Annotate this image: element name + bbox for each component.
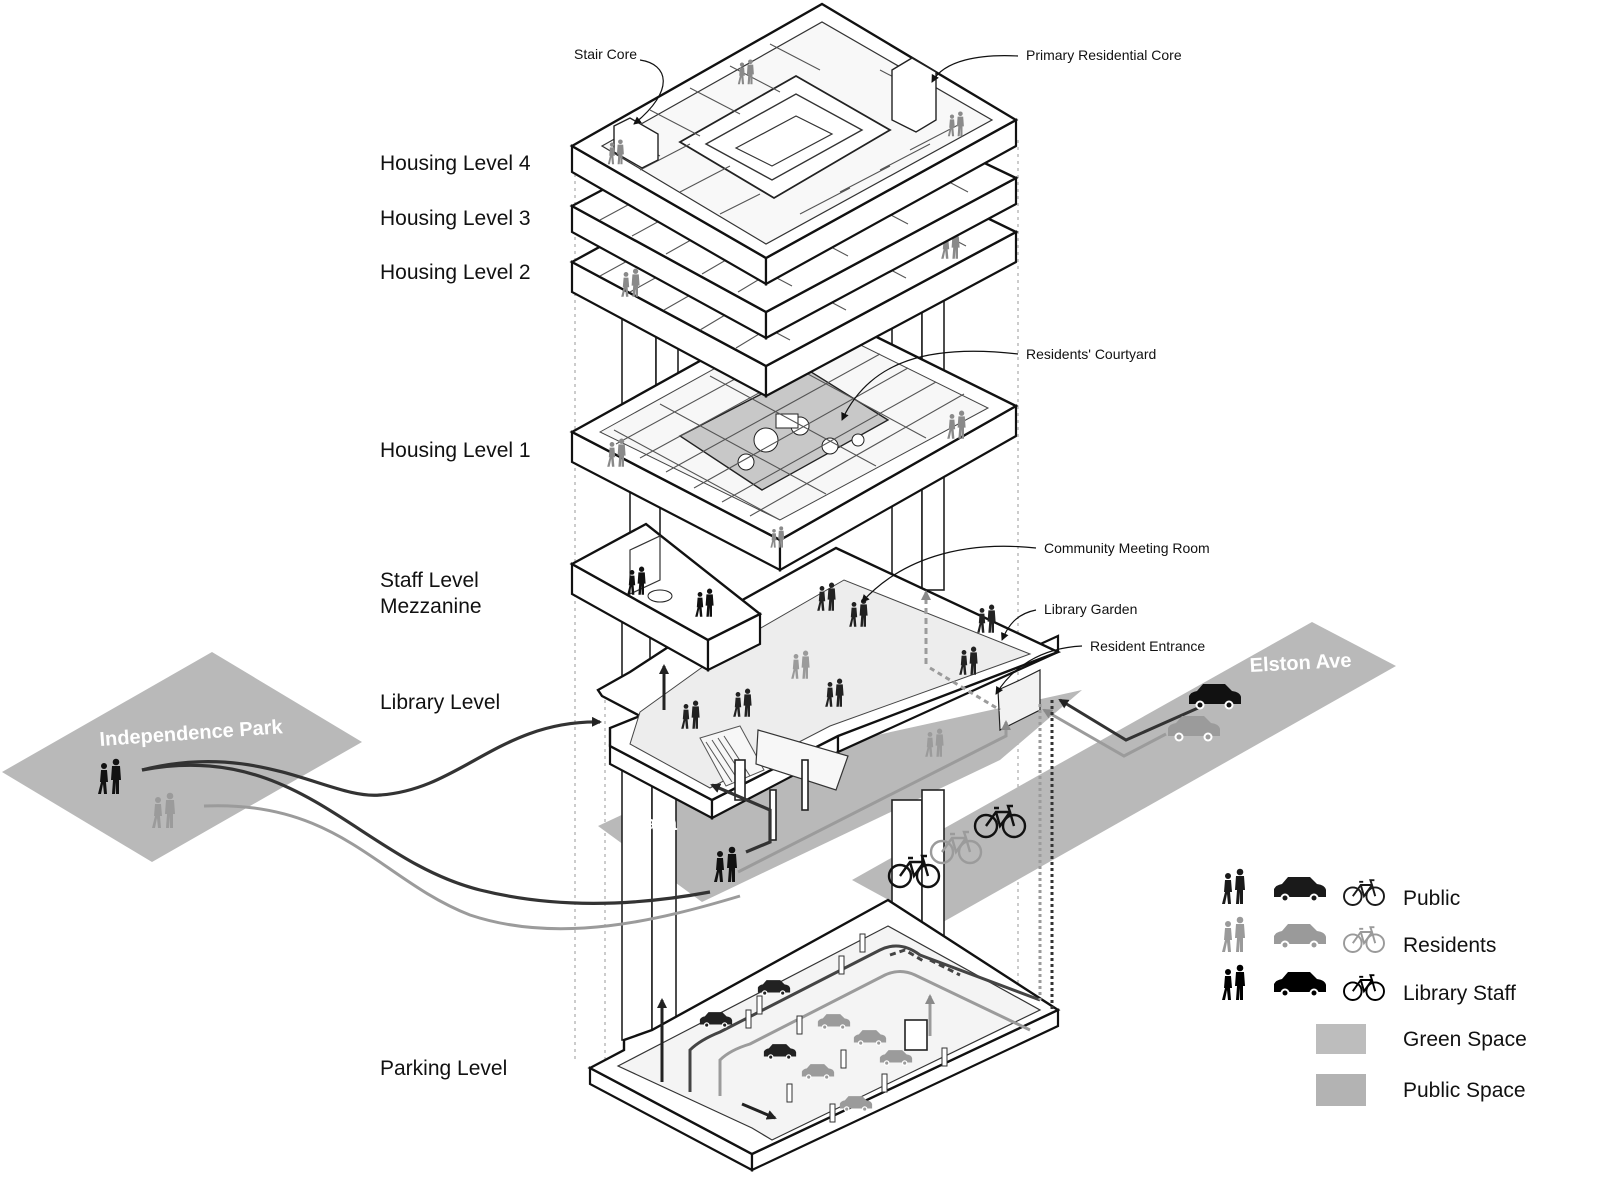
callout-library-garden: Library Garden <box>1044 601 1137 617</box>
legend-public-space-swatch <box>1316 1074 1366 1106</box>
residents-flow-street <box>737 720 1011 874</box>
legend: Public Residents Library Staff Green Spa… <box>1222 868 1527 1106</box>
elston-ave-zone <box>852 622 1396 926</box>
label-parking-level: Parking Level <box>380 1057 507 1080</box>
public-flow-park-to-library <box>141 716 602 797</box>
legend-green-space-swatch <box>1316 1024 1366 1054</box>
label-housing-level-3: Housing Level 3 <box>380 207 531 230</box>
legend-residents-label: Residents <box>1403 934 1496 957</box>
plaza-zone <box>598 690 1082 902</box>
legend-library-staff-label: Library Staff <box>1403 982 1516 1005</box>
label-housing-level-4: Housing Level 4 <box>380 152 531 175</box>
label-staff-level: Staff Level <box>380 569 479 592</box>
legend-public-label: Public <box>1403 887 1460 910</box>
public-flow-park-to-plaza <box>141 763 711 905</box>
residents-flow-park <box>203 804 741 931</box>
legend-public-space-label: Public Space <box>1403 1079 1526 1102</box>
parking-columns <box>745 933 948 1123</box>
legend-residents-icons <box>1222 916 1385 953</box>
label-housing-level-1: Housing Level 1 <box>380 439 531 462</box>
callout-leaders <box>633 55 1083 695</box>
public-flow-plaza-to-library <box>710 783 772 854</box>
public-flow-street <box>1058 698 1199 742</box>
label-library-level: Library Level <box>380 691 500 714</box>
ground-zones <box>2 622 1396 926</box>
circulation-flows <box>141 698 1199 1010</box>
zone-label-plaza: Plaza <box>626 813 678 835</box>
callout-community-meeting-room: Community Meeting Room <box>1044 540 1210 556</box>
legend-public-icons <box>1222 868 1385 906</box>
legend-green-space-label: Green Space <box>1403 1028 1527 1051</box>
primary-residential-core-box <box>891 57 937 133</box>
staff-mezzanine-slab <box>569 522 763 672</box>
legend-staff-icons <box>1222 964 1385 1001</box>
callout-residents-courtyard: Residents' Courtyard <box>1026 346 1156 362</box>
housing-level-4-slab <box>569 2 1019 286</box>
callout-resident-entrance: Resident Entrance <box>1090 638 1205 654</box>
label-mezzanine: Mezzanine <box>380 595 482 618</box>
callout-primary-residential-core: Primary Residential Core <box>1026 47 1182 63</box>
residents-flow-street-2 <box>1042 708 1167 758</box>
callout-stair-core: Stair Core <box>574 46 637 62</box>
label-housing-level-2: Housing Level 2 <box>380 261 531 284</box>
independence-park-zone <box>2 652 362 862</box>
zone-label-elston-ave: Elston Ave <box>1249 650 1352 677</box>
